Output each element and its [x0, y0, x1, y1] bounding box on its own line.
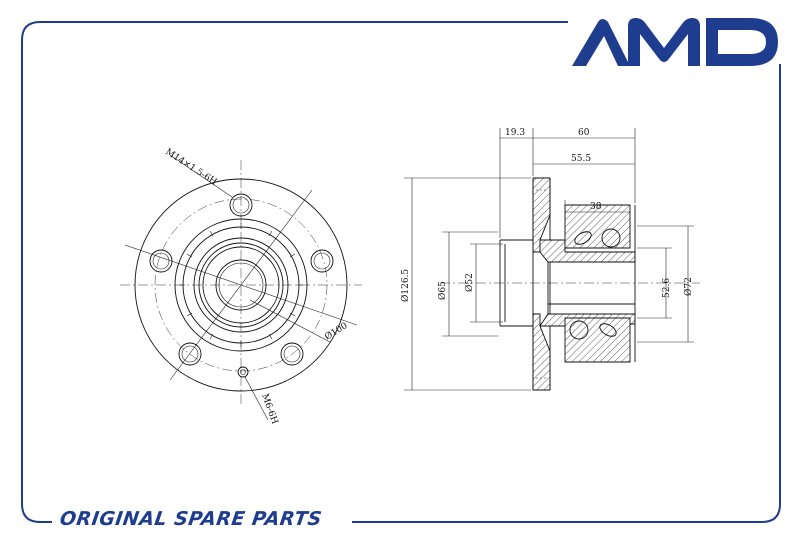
small-threaded-hole [237, 366, 249, 378]
dim-dia-65: Ø65 [437, 281, 448, 300]
dim-55-5: 55.5 [571, 154, 591, 164]
thread-callout: M14×1.5-6H [163, 147, 218, 188]
dim-52-6: 52.6 [662, 278, 672, 298]
front-view: M14×1.5-6H Ø100 M6-6H [120, 147, 362, 426]
bolt-hole [178, 342, 202, 366]
dim-dia-126-5: Ø126.5 [400, 269, 411, 302]
bolt-hole [149, 249, 173, 273]
dim-dia-72: Ø72 [683, 277, 694, 296]
side-view: 19.3 60 55.5 38 Ø126.5 Ø65 Ø52 52.6 Ø72 [400, 128, 700, 391]
bolt-hole [280, 342, 304, 366]
dim-19-3: 19.3 [505, 128, 525, 138]
sheet-border [21, 21, 781, 523]
dim-60: 60 [578, 128, 590, 138]
footer-slogan: ORIGINAL SPARE PARTS [58, 508, 324, 530]
amd-logo [572, 18, 778, 66]
dim-dia-52: Ø52 [464, 273, 475, 292]
bolt-hole [229, 193, 253, 217]
bolt-circle-label: Ø100 [323, 320, 350, 342]
bolt-hole [310, 249, 334, 273]
dim-38: 38 [590, 202, 602, 212]
